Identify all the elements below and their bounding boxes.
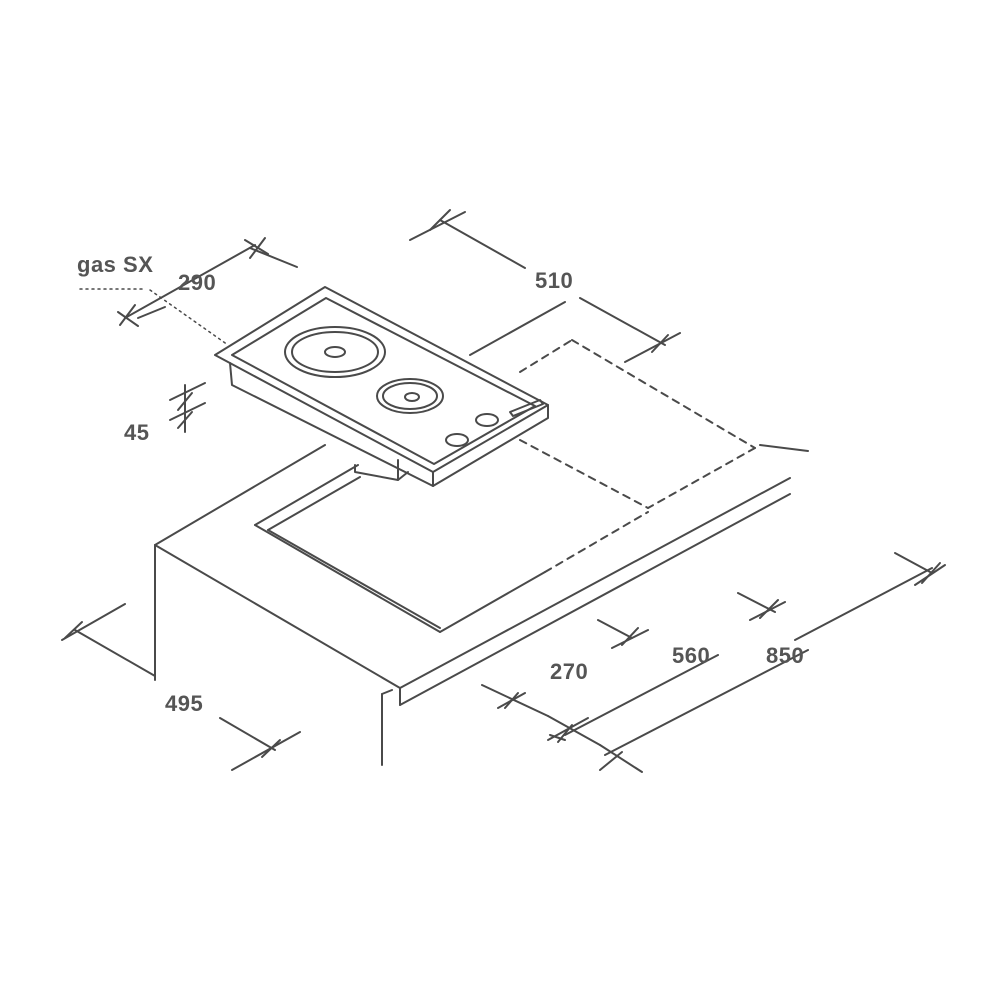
adjacent-module-outline: [519, 339, 756, 573]
dimension-cutout-width: 270: [550, 659, 588, 684]
worktop: [154, 301, 809, 766]
large-burner-mid: [291, 331, 379, 373]
gas-label: gas SX: [77, 252, 153, 277]
large-burner-outer: [284, 326, 386, 378]
dimension-lines: [61, 209, 946, 773]
small-burner-outer: [376, 378, 444, 414]
dimension-hob-depth: 510: [535, 268, 573, 293]
small-burner-inner: [404, 392, 420, 402]
knob-front: [445, 433, 469, 447]
dimension-hob-height: 45: [124, 420, 149, 445]
knob-back: [475, 413, 499, 427]
dimension-cabinet-depth: 560: [672, 643, 710, 668]
dimension-cabinet-height: 850: [766, 643, 804, 668]
gas-leader-line: [79, 288, 229, 346]
large-burner-inner: [324, 346, 346, 358]
small-burner-mid: [382, 382, 438, 410]
cutout-hole: [254, 464, 546, 633]
dimension-cutout-depth: 495: [165, 691, 203, 716]
domino-hob: [214, 286, 549, 487]
dimension-hob-width: 290: [178, 270, 216, 295]
